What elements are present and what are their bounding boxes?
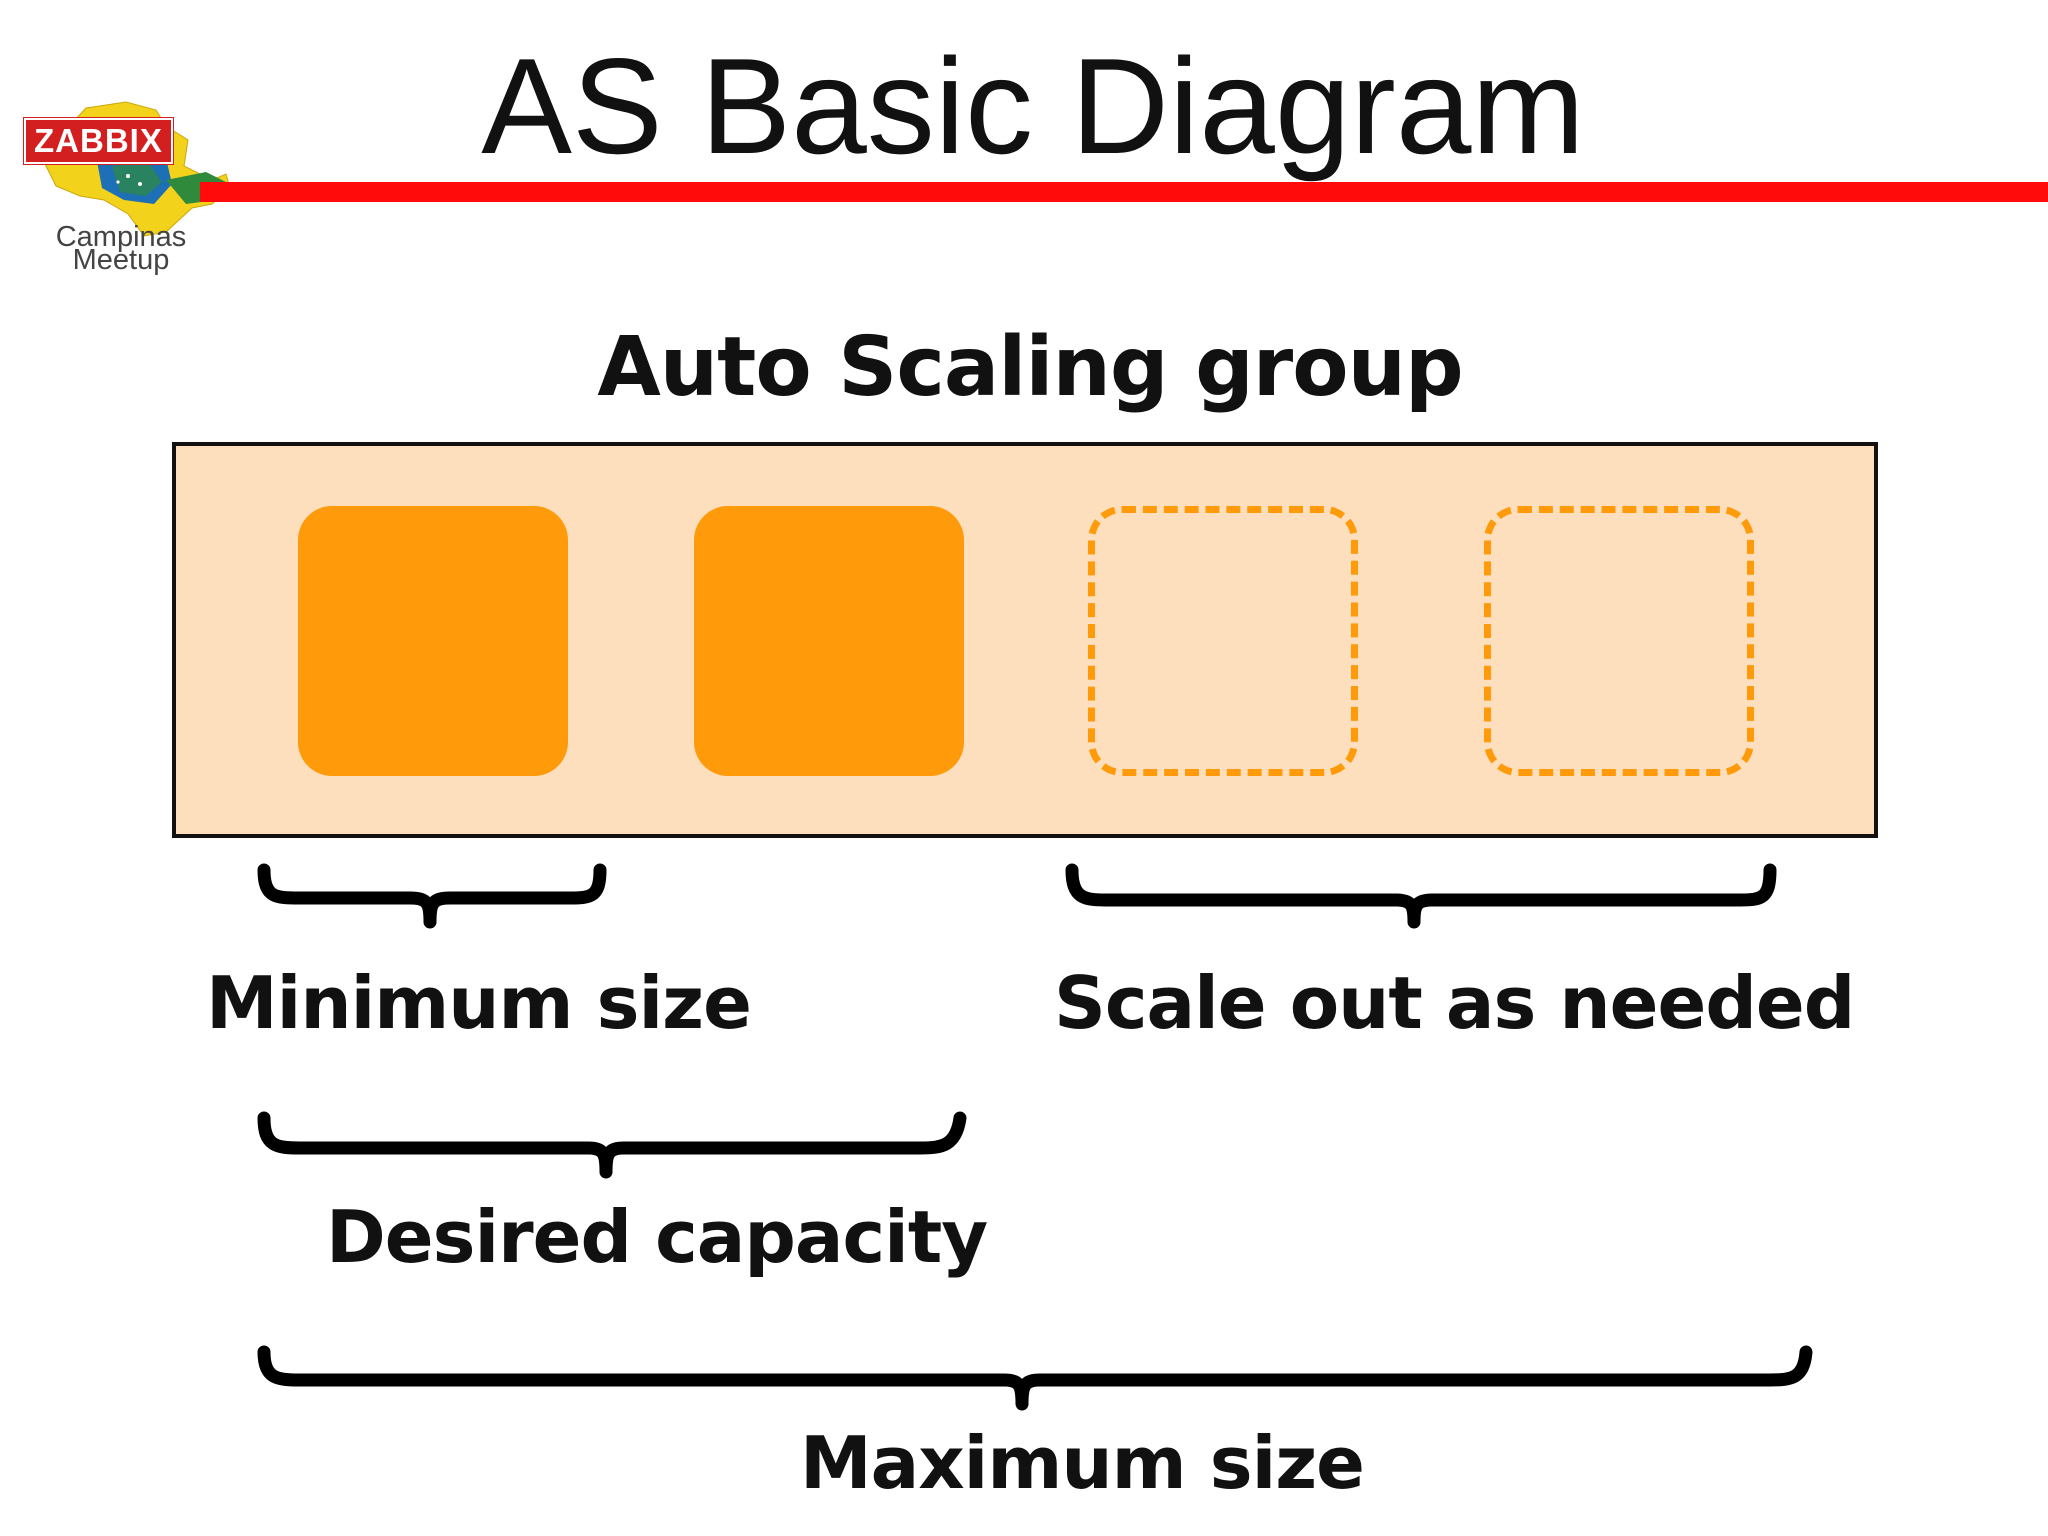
zabbix-campinas-meetup-logo: ZABBIX Campinas Meetup xyxy=(16,96,236,286)
logo-caption-line-1: Campinas xyxy=(55,221,187,253)
brace-scale-out xyxy=(1065,863,1777,929)
label-desired-capacity: Desired capacity xyxy=(326,1195,988,1279)
brace-minimum-size xyxy=(257,863,607,929)
instance-running-2 xyxy=(694,506,964,776)
instance-running-1 xyxy=(298,506,568,776)
brace-desired-capacity xyxy=(257,1111,967,1179)
logo-caption: Campinas Meetup xyxy=(36,221,206,276)
diagram-heading: Auto Scaling group xyxy=(597,320,1463,415)
title-underline xyxy=(200,182,2048,202)
label-minimum-size: Minimum size xyxy=(206,961,752,1045)
logo-brand: ZABBIX xyxy=(24,118,173,164)
label-maximum-size: Maximum size xyxy=(800,1421,1365,1505)
instance-potential-2 xyxy=(1484,506,1754,776)
instance-potential-1 xyxy=(1088,506,1358,776)
slide-title: AS Basic Diagram xyxy=(481,30,1585,182)
logo-caption-line-2: Meetup xyxy=(72,244,170,276)
label-scale-out: Scale out as needed xyxy=(1054,961,1855,1045)
brace-maximum-size xyxy=(257,1345,1813,1411)
